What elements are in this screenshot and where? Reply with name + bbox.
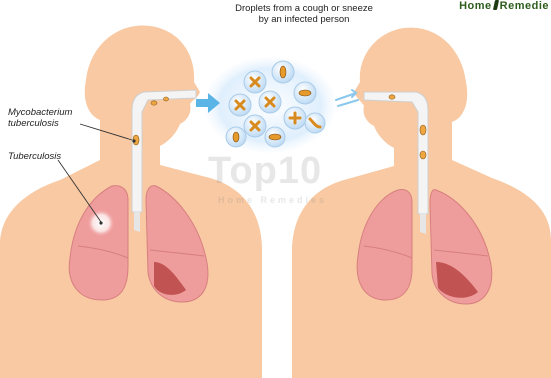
droplet [294,82,316,104]
mycobacterium-label-line2: tuberculosis [8,118,88,129]
droplet [305,113,325,133]
droplet [244,115,266,137]
watermark-subtitle: Home Remedies [218,195,327,205]
droplet [226,127,246,147]
droplet [265,127,285,147]
droplet [229,94,251,116]
mycobacterium-label-line1: Mycobacterium [8,107,88,118]
tuberculosis-label: Tuberculosis [8,151,88,162]
right-person [292,28,551,378]
droplets-caption: Droplets from a cough or sneeze by an in… [226,3,382,25]
inflow-arrows [336,90,358,106]
droplet [259,91,281,113]
droplet [284,107,306,129]
mycobacterium-label: Mycobacterium tuberculosis [8,107,88,129]
droplet [272,61,294,83]
droplets-caption-line2: by an infected person [226,14,382,25]
droplets-caption-line1: Droplets from a cough or sneeze [226,3,382,14]
brand-leaf-icon [493,0,499,10]
watermark: Top10 [208,150,322,193]
brand-logo-left: Home [459,0,492,12]
droplet [244,71,266,93]
brand-logo-right: Remedie [500,0,549,12]
droplet-cloud [204,57,336,153]
brand-logo: Home Remedie [459,0,549,12]
